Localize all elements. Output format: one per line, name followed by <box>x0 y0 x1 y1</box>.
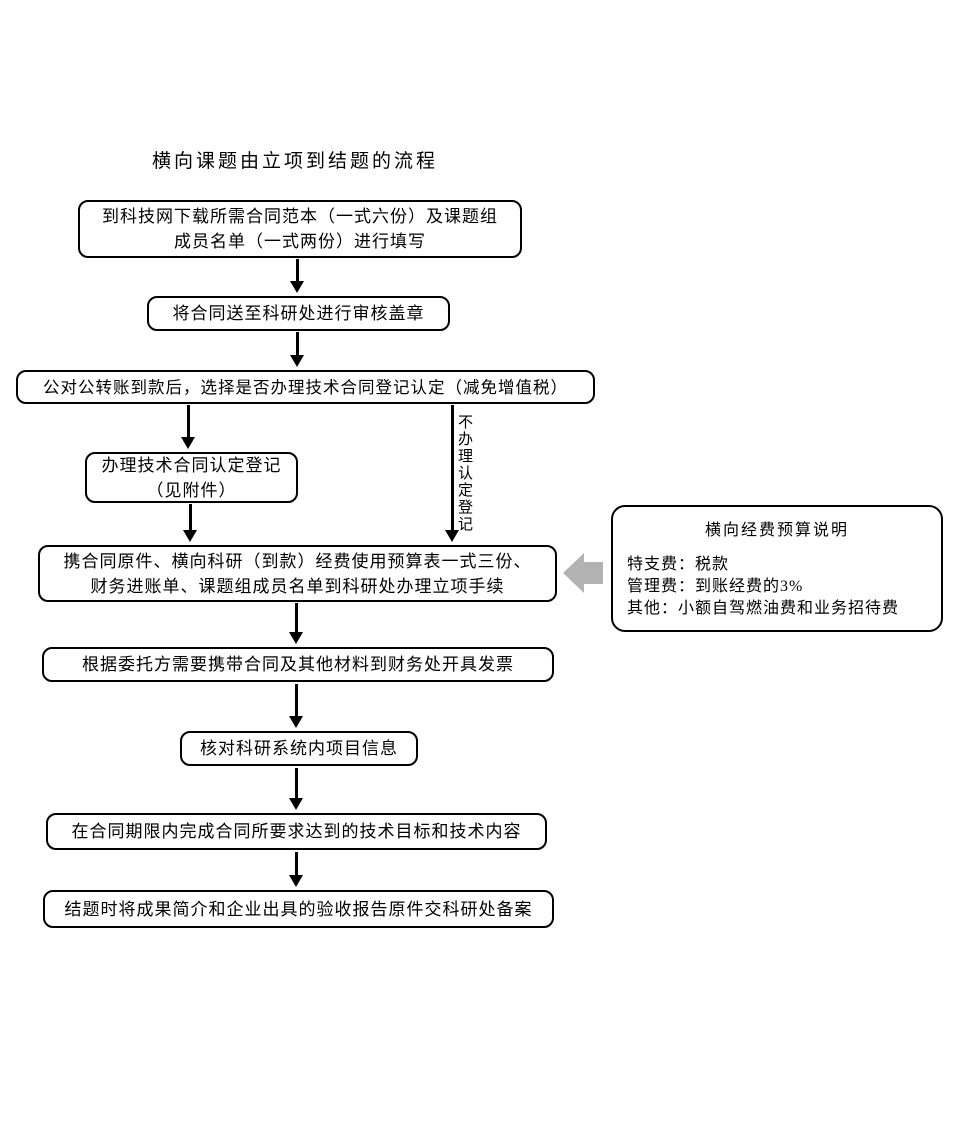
arrow-shaft <box>188 504 192 530</box>
arrow-head-icon <box>445 530 459 542</box>
step-box-download-contract: 到科技网下载所需合同范本（一式六份）及课题组 成员名单（一式两份）进行填写 <box>78 200 522 258</box>
arrow-head-icon <box>289 632 303 644</box>
step-text-line: 核对科研系统内项目信息 <box>200 739 398 758</box>
branch-label-no-registration: 不办理认定登记 <box>456 414 472 533</box>
budget-note-box: 横向经费预算说明 特支费：税款 管理费：到账经费的3% 其他：小额自驾燃油费和业… <box>611 505 943 632</box>
step-box-payment-choice: 公对公转账到款后，选择是否办理技术合同登记认定（减免增值税） <box>16 370 595 404</box>
flow-arrow-3-left-branch <box>181 405 195 449</box>
step-text-line: 成员名单（一式两份）进行填写 <box>174 232 426 251</box>
flow-arrow-8 <box>289 768 303 810</box>
flow-arrow-7 <box>289 684 303 728</box>
step-box-verify-system-info: 核对科研系统内项目信息 <box>180 731 418 766</box>
step-text-line: 根据委托方需要携带合同及其他材料到财务处开具发票 <box>82 655 514 674</box>
arrow-shaft <box>295 332 299 355</box>
arrow-head-icon <box>181 437 195 449</box>
arrow-shaft <box>186 405 190 437</box>
step-text-line: 结题时将成果简介和企业出具的验收报告原件交科研处备案 <box>64 899 533 919</box>
arrow-head-icon <box>290 281 304 293</box>
flow-arrow-5-right-branch <box>445 405 459 542</box>
arrow-shaft <box>294 768 298 798</box>
arrow-shaft <box>450 405 454 530</box>
step-box-project-setup: 携合同原件、横向科研（到款）经费使用预算表一式三份、 财务进账单、课题组成员名单… <box>38 545 557 602</box>
note-pointer-arrow-icon <box>563 553 584 593</box>
budget-note-line-other: 其他：小额自驾燃油费和业务招待费 <box>627 600 900 617</box>
arrow-head-icon <box>289 798 303 810</box>
budget-note-line-special-fee: 特支费：税款 <box>627 556 730 573</box>
step-box-file-conclusion: 结题时将成果简介和企业出具的验收报告原件交科研处备案 <box>43 890 554 928</box>
flow-arrow-2 <box>290 332 304 367</box>
step-text-line: 携合同原件、横向科研（到款）经费使用预算表一式三份、 <box>63 551 532 571</box>
step-text-line: 将合同送至科研处进行审核盖章 <box>172 304 425 323</box>
step-text-line: 到科技网下载所需合同范本（一式六份）及课题组 <box>102 207 498 226</box>
arrow-shaft <box>295 259 299 281</box>
step-text-line: 财务进账单、课题组成员名单到科研处办理立项手续 <box>90 576 505 596</box>
budget-note-title: 横向经费预算说明 <box>704 522 849 539</box>
step-text-line: 办理技术合同认定登记 <box>101 455 282 475</box>
arrow-head-icon <box>290 355 304 367</box>
step-box-complete-goals: 在合同期限内完成合同所要求达到的技术目标和技术内容 <box>46 813 547 850</box>
arrow-head-icon <box>183 530 197 542</box>
arrow-head-icon <box>289 716 303 728</box>
arrow-head-icon <box>289 875 303 887</box>
page-title: 横向课题由立项到结题的流程 <box>151 151 438 172</box>
flow-arrow-4 <box>183 504 197 542</box>
note-pointer-arrow-shaft <box>583 562 603 584</box>
flow-arrow-9 <box>289 852 303 887</box>
step-text-line: （见附件） <box>146 480 237 500</box>
arrow-shaft <box>294 603 298 632</box>
flow-arrow-1 <box>290 259 304 293</box>
arrow-shaft <box>294 684 298 716</box>
step-box-register-contract: 办理技术合同认定登记 （见附件） <box>85 452 298 503</box>
arrow-shaft <box>294 852 298 875</box>
step-text-line: 在合同期限内完成合同所要求达到的技术目标和技术内容 <box>71 822 522 841</box>
flow-arrow-6 <box>289 603 303 644</box>
step-box-issue-invoice: 根据委托方需要携带合同及其他材料到财务处开具发票 <box>42 647 554 682</box>
budget-note-line-management-fee: 管理费：到账经费的3% <box>627 578 804 595</box>
step-box-submit-contract: 将合同送至科研处进行审核盖章 <box>147 296 450 331</box>
step-text-line: 公对公转账到款后，选择是否办理技术合同登记认定（减免增值税） <box>43 377 568 397</box>
